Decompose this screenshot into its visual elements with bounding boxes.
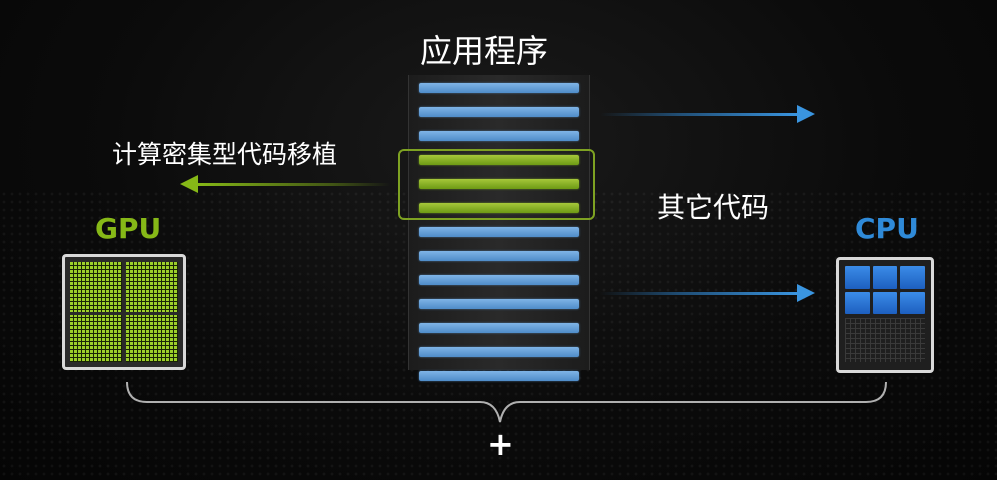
cpu-core [845,291,870,314]
other-code-bar [419,275,579,285]
gpu-title: GPU [95,212,162,245]
other-code-bar [419,107,579,117]
cpu-core [900,266,925,289]
arrow-to-cpu-top-head-icon [797,105,815,123]
cpu-cache-area [845,318,925,362]
other-code-bar [419,251,579,261]
other-code-bar [419,323,579,333]
other-code-bar [419,347,579,357]
compute-code-highlight [398,149,595,220]
compute-code-bar [419,203,579,213]
gpu-cores-grid [70,262,178,362]
other-code-bar [419,299,579,309]
arrow-to-cpu-top-line [600,113,798,116]
gpu-chip-icon [62,254,186,370]
other-code-bar [419,131,579,141]
application-title: 应用程序 [420,32,549,70]
cpu-core [900,291,925,314]
compute-code-bar [419,179,579,189]
arrow-to-gpu-line [198,183,390,186]
arrow-to-gpu-head-icon [180,175,198,193]
cpu-cores [845,266,925,314]
other-code-bar [419,83,579,93]
other-code-label: 其它代码 [657,191,770,224]
other-code-bar [419,227,579,237]
cpu-title: CPU [855,212,919,245]
cpu-core [872,291,898,314]
arrow-to-cpu-bottom-line [600,292,798,295]
arrow-to-cpu-bottom-head-icon [797,284,815,302]
compute-code-bar [419,155,579,165]
other-code-bar [419,371,579,381]
cpu-chip-icon [836,257,934,373]
plus-sign: + [487,425,514,463]
cpu-core [872,266,898,289]
cpu-core [845,266,870,289]
application-code-column [408,75,590,381]
porting-label: 计算密集型代码移植 [112,140,338,169]
